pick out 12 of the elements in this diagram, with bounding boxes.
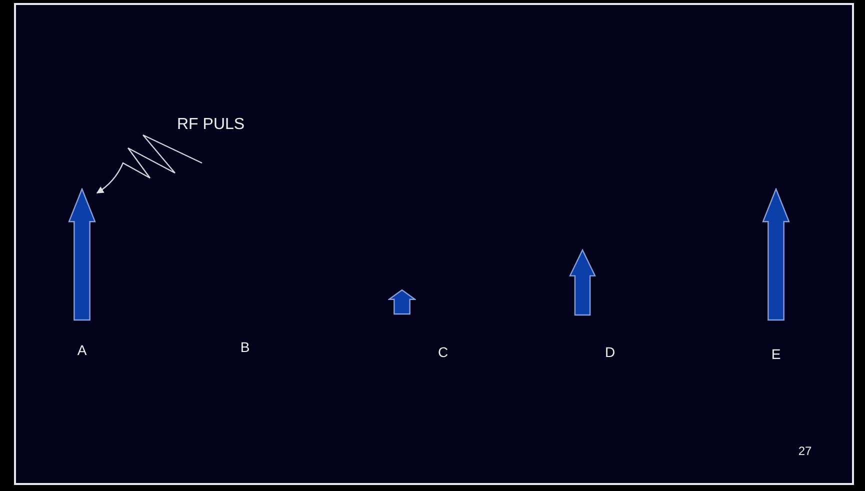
vector-arrow [569,249,596,316]
position-label: E [771,346,781,362]
position-label: A [77,342,87,358]
vector-arrow [388,289,416,315]
page-number: 27 [798,444,812,458]
vector-arrow [68,188,96,321]
pulse-label: RF PULS [177,116,245,134]
position-label: C [438,344,448,360]
vector-arrow [762,188,790,321]
position-label: B [240,339,250,355]
wavy-pulse-arrow [96,134,202,194]
position-label: D [604,344,616,360]
